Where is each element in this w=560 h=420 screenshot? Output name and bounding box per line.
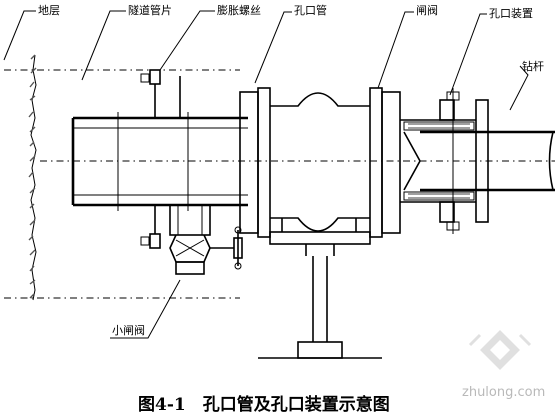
orifice-device	[400, 88, 489, 234]
label-orifice-device: 孔口装置	[489, 7, 533, 20]
stratum-wall	[4, 54, 240, 301]
orifice-pipe-flange	[239, 87, 271, 238]
label-small-gate-valve: 小闸阀	[112, 323, 145, 337]
label-drill-rod: 钻杆	[522, 59, 544, 73]
label-expansion-bolt: 膨胀螺丝	[217, 3, 261, 17]
small-gate-valve	[169, 204, 243, 275]
watermark-logo	[468, 330, 532, 370]
label-orifice-pipe: 孔口管	[294, 3, 327, 17]
watermark-text: zhulong.com	[462, 385, 545, 400]
label-gate-valve: 闸阀	[416, 3, 438, 17]
gate-valve	[258, 92, 382, 359]
leader-lines	[3, 10, 529, 339]
drill-rod	[420, 130, 555, 192]
orifice-pipe	[40, 112, 555, 211]
label-tunnel-segment: 隧道管片	[128, 3, 172, 17]
figure-caption: 图4-1 孔口管及孔口装置示意图	[138, 394, 390, 415]
expansion-bolt-bottom	[140, 205, 161, 249]
expansion-bolt-top	[140, 69, 181, 118]
label-stratum: 地层	[38, 4, 60, 17]
gate-valve-flange	[369, 87, 401, 238]
